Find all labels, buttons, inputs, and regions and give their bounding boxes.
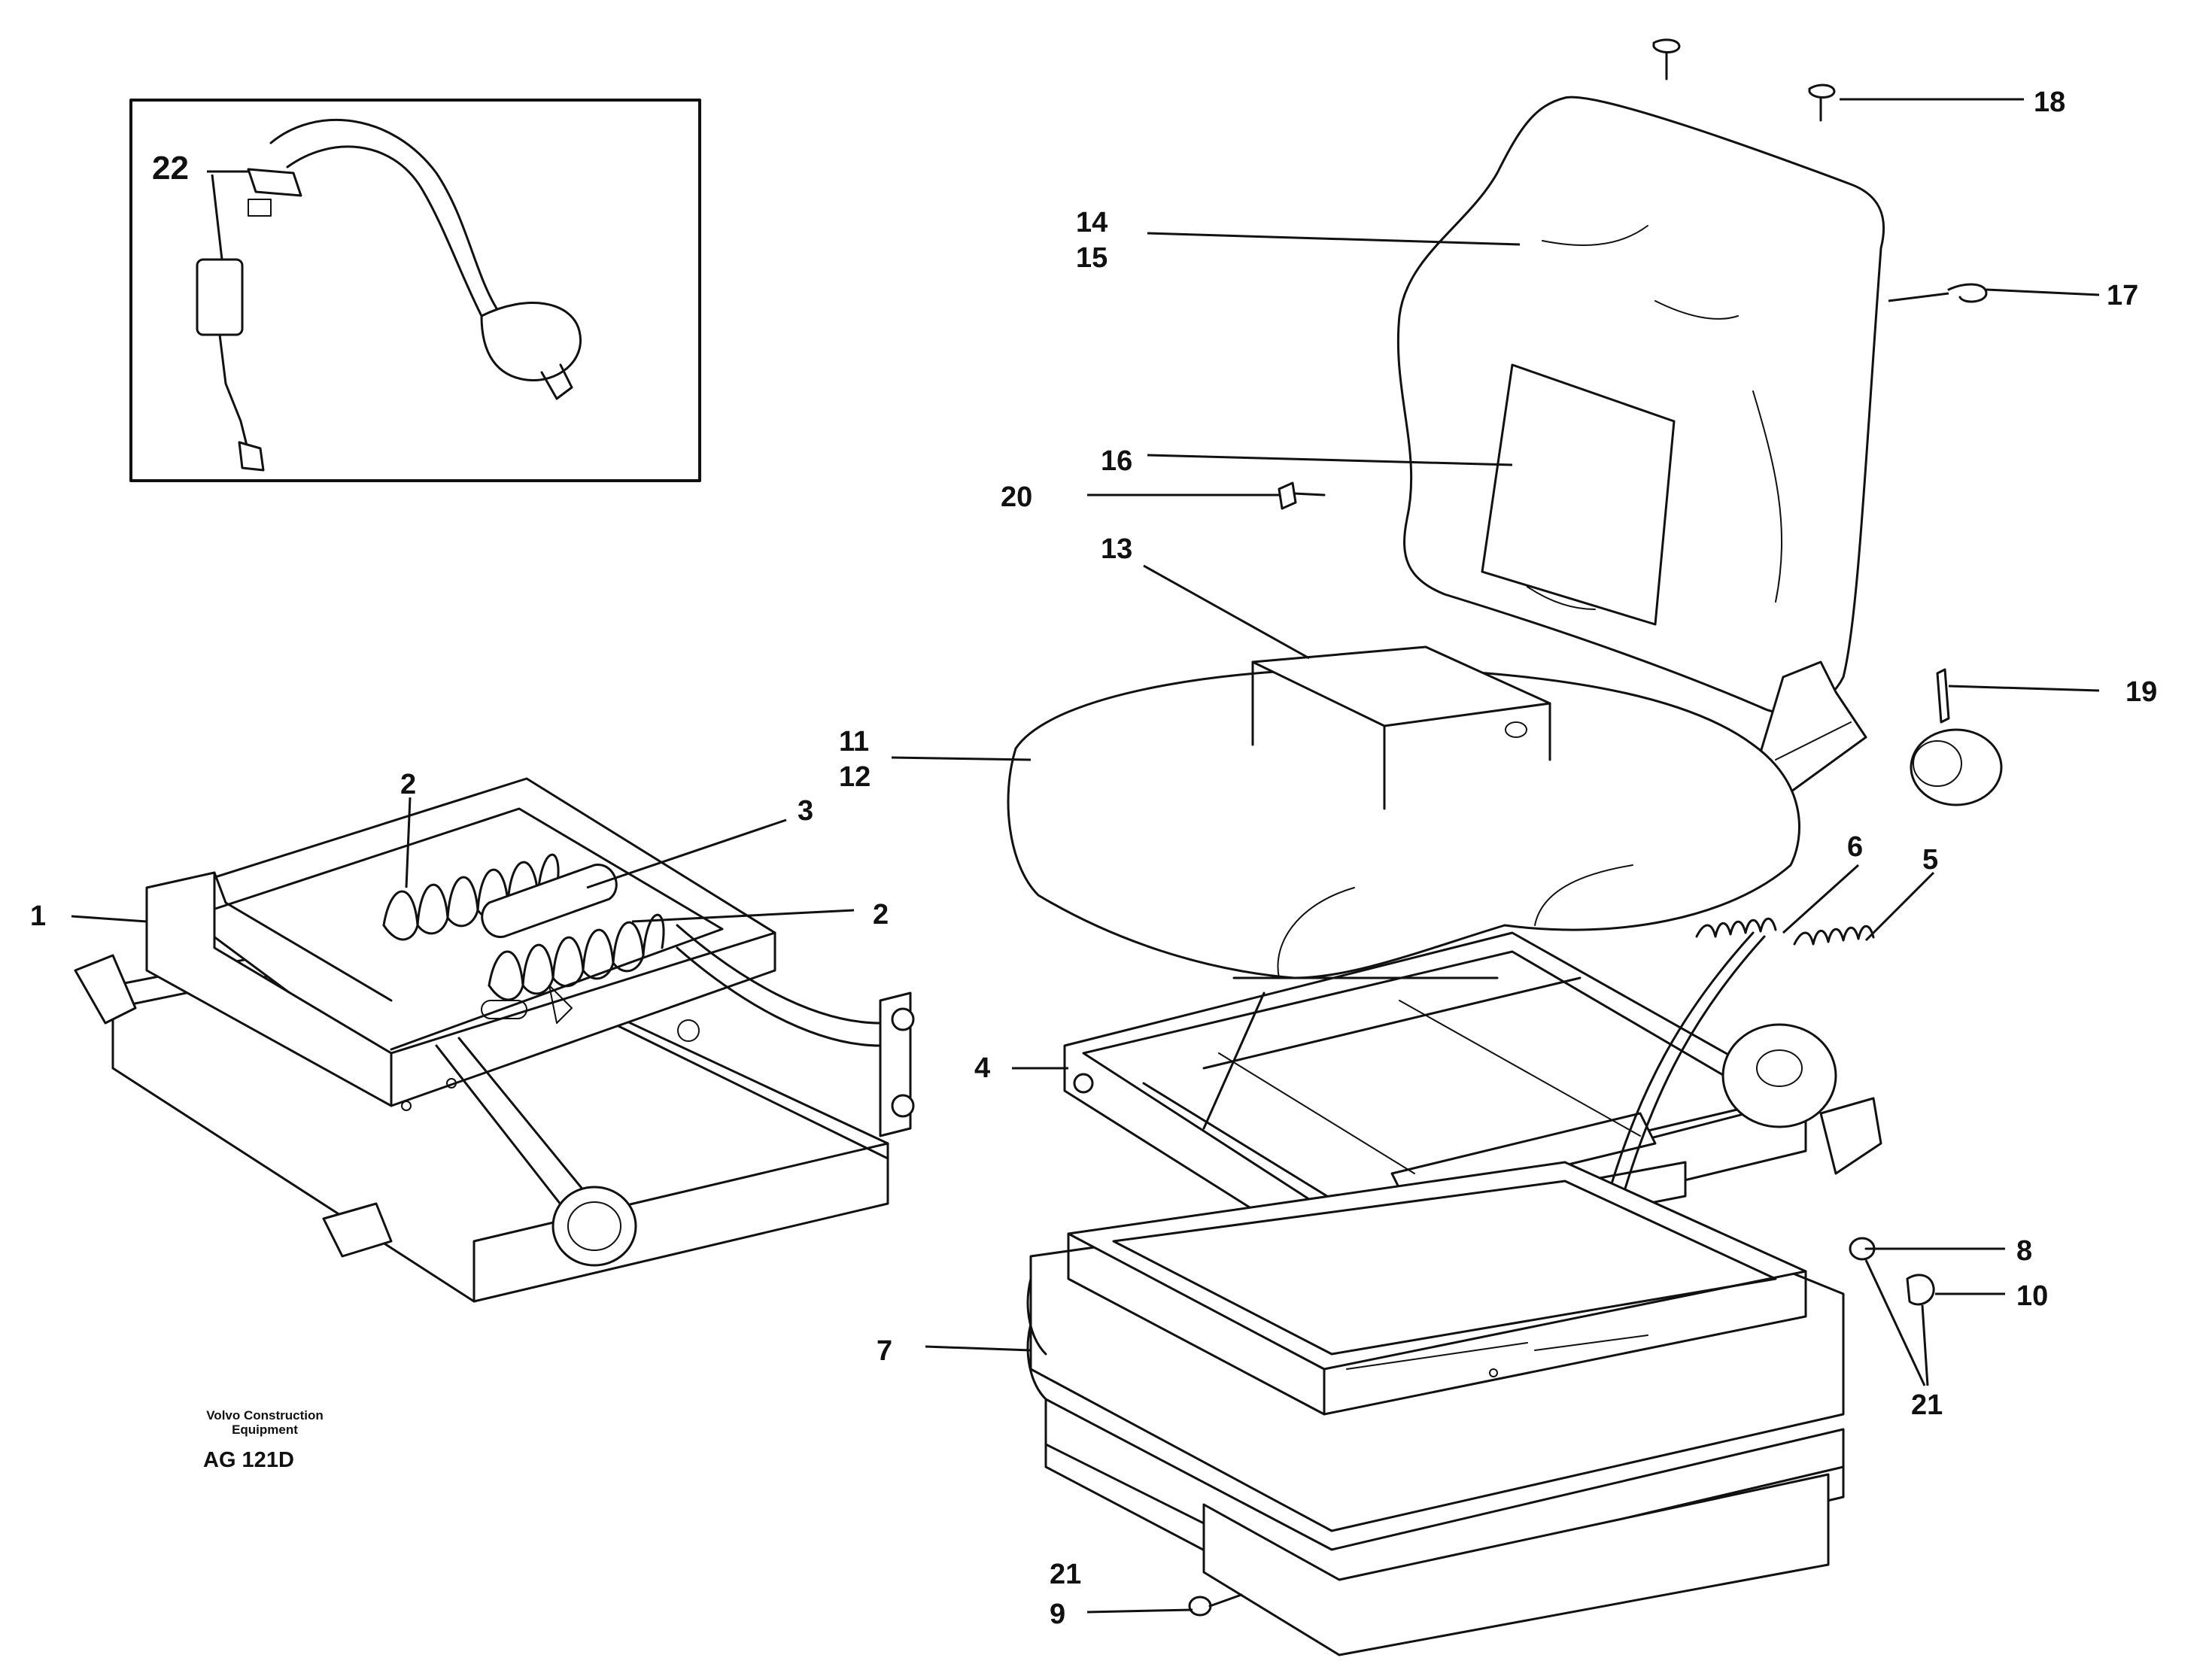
label-10: 10 <box>2016 1280 2048 1312</box>
label-2-right: 2 <box>873 899 889 931</box>
label-3: 3 <box>798 795 813 827</box>
seat-back <box>1278 38 1988 799</box>
label-7: 7 <box>877 1335 892 1367</box>
company-name-line2: Equipment <box>232 1423 298 1437</box>
leader-lines <box>71 98 2100 1614</box>
seat-cushion <box>1007 645 1800 979</box>
label-9: 9 <box>1050 1599 1065 1630</box>
label-4: 4 <box>974 1052 990 1084</box>
label-2-top: 2 <box>400 769 416 800</box>
label-1: 1 <box>30 900 46 932</box>
label-15: 15 <box>1076 242 1108 274</box>
label-19: 19 <box>2125 676 2157 708</box>
knob-19 <box>1910 668 2003 806</box>
label-14: 14 <box>1076 207 1108 238</box>
label-21-bottom: 21 <box>1050 1559 1081 1590</box>
drawing-code: AG 121D <box>203 1448 294 1472</box>
label-16: 16 <box>1101 445 1132 477</box>
label-21-right: 21 <box>1911 1389 1943 1421</box>
label-8: 8 <box>2016 1235 2032 1267</box>
small-fasteners <box>1188 1237 1935 1617</box>
label-22: 22 <box>152 150 189 187</box>
company-name-line1: Volvo Construction <box>206 1408 324 1423</box>
label-18: 18 <box>2034 87 2065 118</box>
label-6: 6 <box>1847 831 1863 863</box>
label-13: 13 <box>1101 533 1132 565</box>
seat-belt-inset <box>129 99 701 482</box>
label-5: 5 <box>1922 844 1938 876</box>
label-12: 12 <box>839 761 871 793</box>
suspension-mechanism <box>74 777 915 1303</box>
drawing-footer: Volvo Construction Equipment AG 121D <box>203 1408 324 1472</box>
label-11: 11 <box>839 726 869 758</box>
bellows-base <box>1026 1161 1845 1656</box>
label-20: 20 <box>1001 481 1032 513</box>
callout-labels: 22 18 14 15 17 16 20 13 19 11 12 2 3 6 5… <box>30 87 2157 1630</box>
spring-lower <box>488 913 665 1001</box>
label-17: 17 <box>2107 280 2138 311</box>
